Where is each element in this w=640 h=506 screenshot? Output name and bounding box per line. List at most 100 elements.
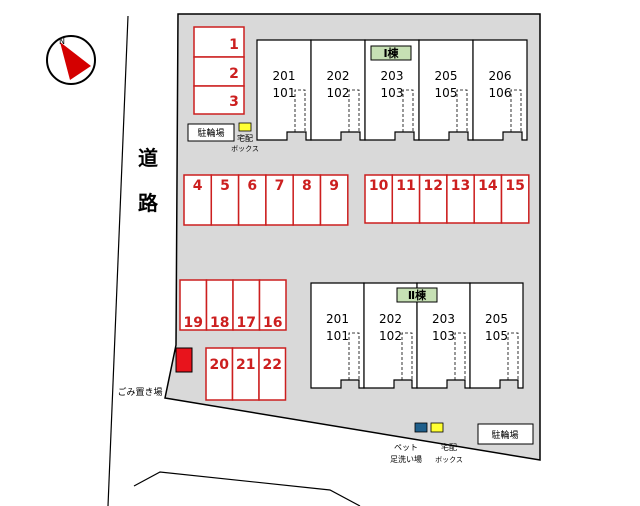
bike-parking-top-label: 駐輪場 bbox=[197, 127, 224, 139]
building-1: 201 101 202 102 203 103 205 105 206 106 Ⅰ棟 bbox=[256, 39, 528, 141]
unit-upper-number: 203 bbox=[381, 69, 404, 83]
unit-stair bbox=[402, 89, 414, 132]
parking-label-9: 9 bbox=[329, 178, 339, 194]
unit-lower-number: 106 bbox=[489, 86, 512, 100]
parking-label-14: 14 bbox=[478, 178, 498, 194]
unit-stair bbox=[401, 332, 413, 380]
unit-stair bbox=[507, 332, 519, 380]
unit-upper-number: 203 bbox=[432, 312, 455, 326]
parking-label-15: 15 bbox=[505, 178, 524, 194]
unit-lower-number: 101 bbox=[273, 86, 296, 100]
road-label-1: 道 bbox=[138, 146, 158, 170]
garbage-area-label: ごみ置き場 bbox=[117, 386, 162, 398]
pet-wash-label-1: ペット bbox=[394, 443, 418, 452]
parking-label-20: 20 bbox=[210, 357, 230, 373]
compass-icon: N bbox=[46, 35, 96, 85]
parking-row-4-9: 4 5 6 7 8 9 bbox=[183, 174, 349, 226]
compass-north-letter: N bbox=[59, 37, 65, 46]
pet-wash-station bbox=[414, 422, 428, 433]
unit-upper-number: 202 bbox=[379, 312, 402, 326]
unit-stair bbox=[294, 89, 306, 132]
parking-label-16: 16 bbox=[263, 315, 282, 331]
unit-stair bbox=[348, 89, 360, 132]
unit-lower-number: 103 bbox=[381, 86, 404, 100]
parking-space-7 bbox=[265, 174, 294, 226]
building-2: 201 101 202 102 203 103 205 105 Ⅱ棟 bbox=[310, 282, 524, 389]
bike-parking-bottom bbox=[477, 423, 534, 445]
unit-upper-number: 202 bbox=[327, 69, 350, 83]
parking-label-2: 2 bbox=[229, 66, 239, 82]
delivery-box-bottom bbox=[430, 422, 444, 433]
road-label-2: 路 bbox=[138, 191, 159, 215]
unit-lower-number: 102 bbox=[327, 86, 350, 100]
parking-label-22: 22 bbox=[263, 357, 282, 373]
parking-label-6: 6 bbox=[247, 178, 257, 194]
building-2-name: Ⅱ棟 bbox=[408, 288, 427, 302]
bike-parking-top bbox=[187, 123, 235, 142]
parking-space-12 bbox=[418, 174, 448, 224]
unit-205 bbox=[469, 282, 524, 389]
parking-space-8 bbox=[292, 174, 322, 226]
parking-space-13 bbox=[446, 174, 475, 224]
parking-label-13: 13 bbox=[451, 178, 470, 194]
bike-parking-bottom-label: 駐輪場 bbox=[491, 429, 518, 441]
delivery-box-bottom-label-1: 宅配 bbox=[441, 442, 457, 452]
parking-label-21: 21 bbox=[236, 357, 255, 373]
building-1-name: Ⅰ棟 bbox=[383, 46, 399, 60]
delivery-box-top-label-1: 宅配 bbox=[237, 133, 253, 143]
parking-space-3 bbox=[193, 85, 245, 115]
parking-space-11 bbox=[391, 174, 421, 224]
delivery-box-top-label-2: ボックス bbox=[231, 145, 259, 153]
pet-wash-label-2: 足洗い場 bbox=[390, 454, 422, 464]
unit-lower-number: 103 bbox=[432, 329, 455, 343]
unit-lower-number: 105 bbox=[435, 86, 458, 100]
parking-space-14 bbox=[473, 174, 503, 224]
parking-label-18: 18 bbox=[210, 315, 229, 331]
parking-label-19: 19 bbox=[184, 315, 203, 331]
building-2-name-plate bbox=[396, 287, 438, 303]
unit-upper-number: 201 bbox=[326, 312, 349, 326]
parking-space-9 bbox=[319, 174, 349, 226]
parking-label-8: 8 bbox=[302, 178, 312, 194]
unit-lower-number: 105 bbox=[485, 329, 508, 343]
parking-label-3: 3 bbox=[229, 94, 239, 110]
parking-label-17: 17 bbox=[237, 315, 256, 331]
road-edge-bottom bbox=[133, 471, 361, 506]
parking-label-10: 10 bbox=[369, 178, 389, 194]
parking-space-10 bbox=[364, 174, 394, 224]
unit-lower-number: 101 bbox=[326, 329, 349, 343]
parking-space-15 bbox=[500, 174, 530, 224]
parking-space-19 bbox=[179, 279, 208, 331]
parking-row-16-19: 19 18 17 16 bbox=[179, 279, 287, 331]
parking-label-1: 1 bbox=[229, 37, 239, 53]
delivery-box-top bbox=[238, 122, 252, 132]
parking-group-top: 1 2 3 bbox=[193, 26, 245, 115]
parking-label-12: 12 bbox=[424, 178, 443, 194]
parking-space-22 bbox=[258, 347, 287, 401]
parking-space-2 bbox=[193, 56, 245, 87]
garbage-area bbox=[175, 347, 193, 373]
unit-stair bbox=[456, 89, 468, 132]
road-edge-left bbox=[107, 15, 129, 506]
unit-stair bbox=[454, 332, 466, 380]
parking-space-21 bbox=[231, 347, 260, 401]
parking-row-10-15: 10 11 12 13 14 15 bbox=[364, 174, 530, 224]
unit-stair bbox=[510, 89, 522, 132]
unit-upper-number: 206 bbox=[489, 69, 512, 83]
unit-upper-number: 201 bbox=[273, 69, 296, 83]
unit-206 bbox=[472, 39, 528, 141]
delivery-box-bottom-label-2: ボックス bbox=[435, 456, 463, 464]
building-1-name-plate bbox=[370, 45, 412, 61]
parking-label-7: 7 bbox=[275, 178, 285, 194]
parking-space-16 bbox=[258, 279, 287, 331]
unit-upper-number: 205 bbox=[485, 312, 508, 326]
unit-upper-number: 205 bbox=[435, 69, 458, 83]
parking-label-11: 11 bbox=[396, 178, 415, 194]
unit-lower-number: 102 bbox=[379, 329, 402, 343]
parking-space-20 bbox=[205, 347, 234, 401]
parking-row-20-22: 20 21 22 bbox=[205, 347, 287, 401]
parking-label-5: 5 bbox=[220, 178, 230, 194]
unit-stair bbox=[348, 332, 360, 380]
parking-label-4: 4 bbox=[193, 178, 203, 194]
